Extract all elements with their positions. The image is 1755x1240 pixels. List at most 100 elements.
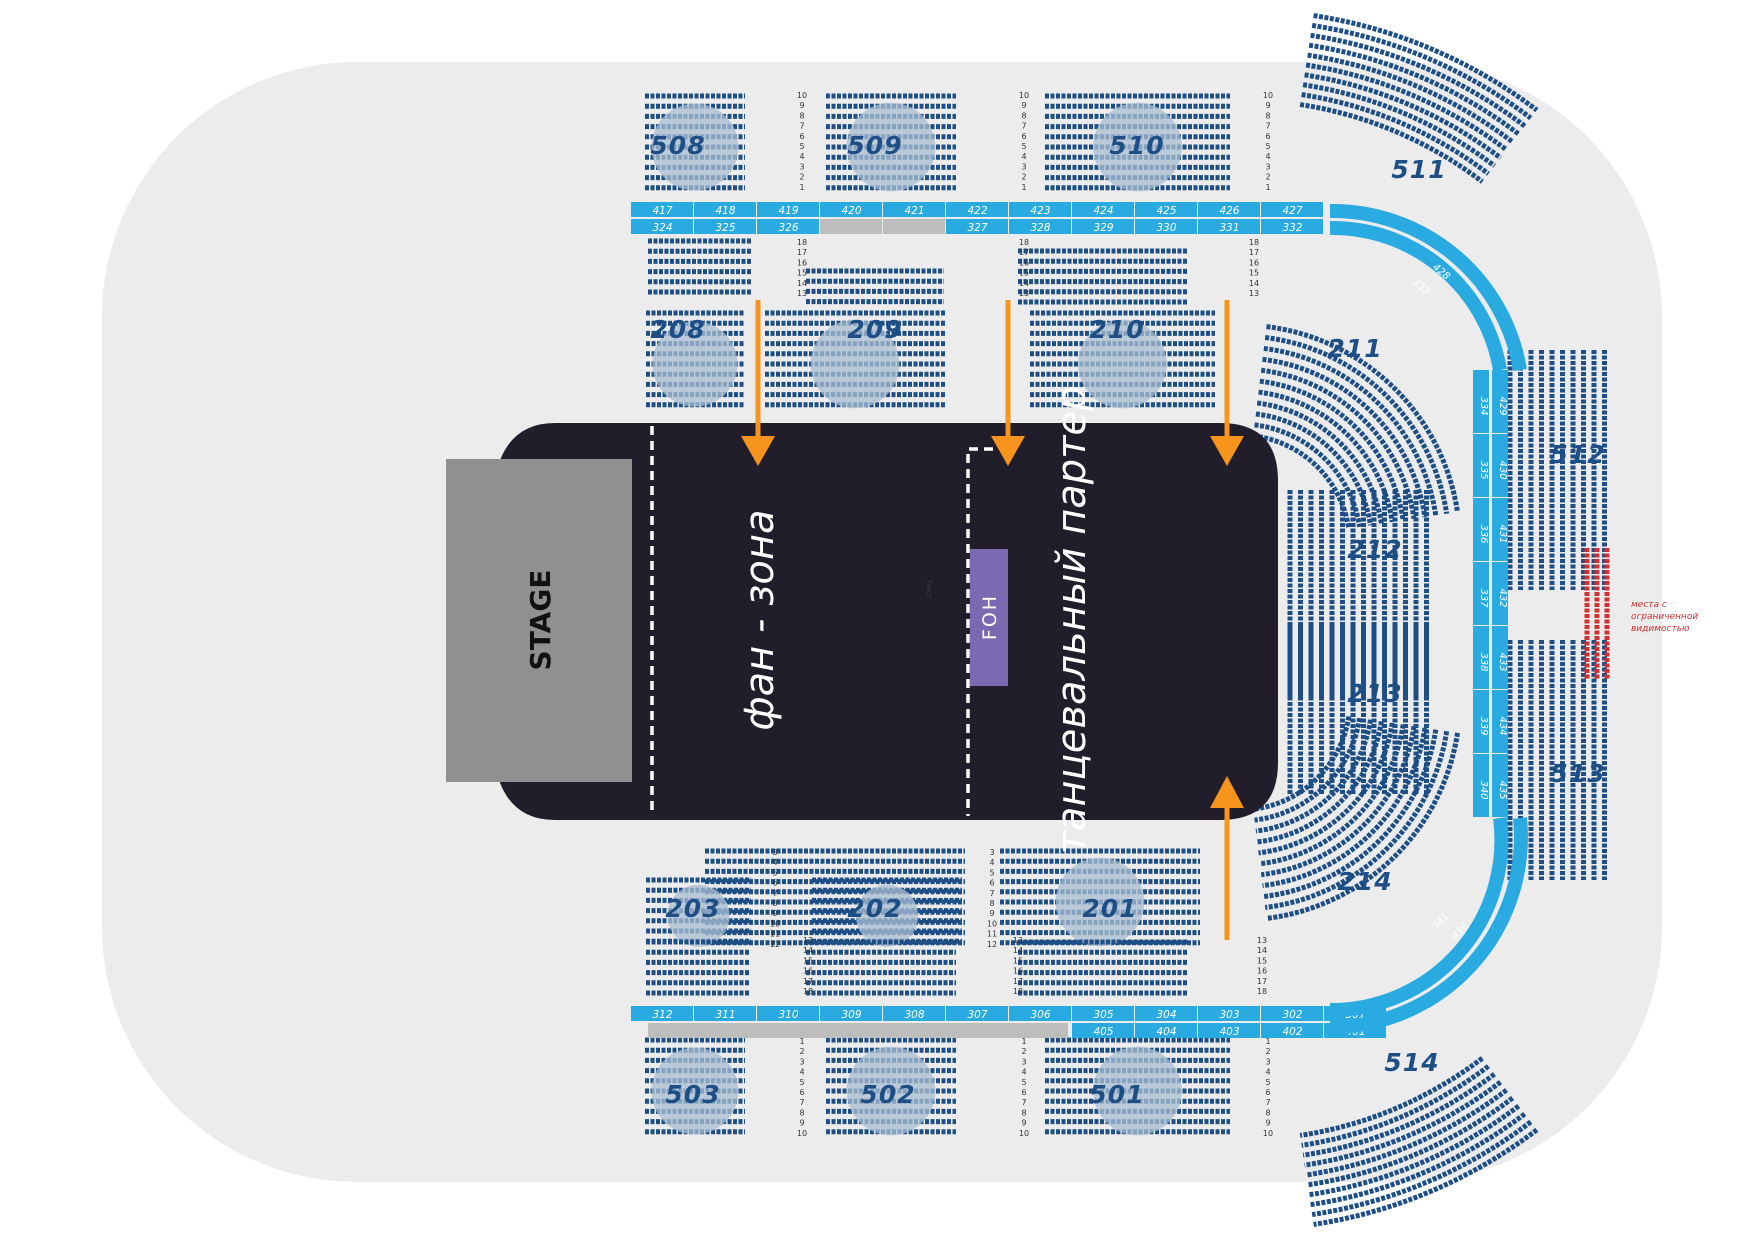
bar-segment-upper[interactable] [1072,1006,1134,1021]
seat-row[interactable] [1313,1127,1539,1227]
bar-segment-upper[interactable] [1072,202,1134,217]
seat-row[interactable] [1305,62,1509,152]
seat-row[interactable] [1313,13,1539,113]
bar-segment-lower[interactable] [1072,1023,1134,1038]
seat-row[interactable] [1304,72,1503,160]
bar-segment-upper[interactable] [946,202,1008,217]
bar-segment-upper[interactable] [1198,1006,1260,1021]
seat-row[interactable] [1264,730,1450,910]
seats-501[interactable] [1045,1037,1230,1136]
section-label-501[interactable]: 501 [1089,1080,1144,1109]
seat-row[interactable] [1266,732,1461,921]
side-bar-segment-outer[interactable] [1492,754,1508,817]
bar-segment-upper[interactable] [757,202,819,217]
bar-segment-upper[interactable] [1009,1006,1071,1021]
section-label-212[interactable]: 212 [1347,535,1402,564]
bar-segment-upper[interactable] [631,1006,693,1021]
seats-503[interactable] [645,1037,745,1135]
seat-row[interactable] [1263,729,1439,900]
seat-row[interactable] [1252,716,1352,812]
restricted-view-seats[interactable] [1584,548,1610,680]
bar-segment-upper[interactable] [820,202,882,217]
seat-row[interactable] [1302,1072,1496,1158]
seat-row[interactable] [1256,400,1384,525]
section-label-202[interactable]: 202 [847,894,902,923]
bar-segment-upper[interactable] [946,1006,1008,1021]
side-bar-segment-inner[interactable] [1473,754,1489,817]
seat-row[interactable] [1252,433,1352,529]
seat-row[interactable] [1262,727,1428,889]
seats-210[interactable] [1030,310,1215,409]
bar-segment-closed[interactable] [820,219,882,234]
seat-row[interactable] [1305,1088,1509,1178]
section-label-503[interactable]: 503 [665,1080,720,1109]
bar-segment-upper[interactable] [1261,202,1323,217]
bar-segment-upper[interactable] [694,1006,756,1021]
bar-segment-lower[interactable] [1072,219,1134,234]
section-label-214[interactable]: 214 [1337,867,1392,896]
bar-segment-upper[interactable] [631,202,693,217]
bar-segment-upper[interactable] [1261,1006,1323,1021]
bar-segment-upper[interactable] [883,202,945,217]
bar-segment-lower[interactable] [1198,1023,1260,1038]
seat-row[interactable] [1254,717,1363,823]
section-label-213[interactable]: 213 [1347,679,1402,708]
seats-502[interactable] [826,1037,956,1136]
bar-segment-lower[interactable] [1261,219,1323,234]
seats-top-200-c[interactable] [1018,248,1188,305]
bar-segment-upper[interactable] [820,1006,882,1021]
seat-row[interactable] [1302,82,1496,168]
bar-segment-lower[interactable] [1009,219,1071,234]
section-label-203[interactable]: 203 [665,894,720,923]
seats-bottom-200-far-a[interactable] [646,939,750,996]
stage[interactable] [446,459,632,782]
bar-segment-lower[interactable] [694,219,756,234]
side-bar-segment-inner[interactable] [1473,434,1489,497]
seat-row[interactable] [1311,22,1533,121]
seats-508[interactable] [645,93,745,191]
seat-row[interactable] [1310,1111,1527,1208]
section-label-201[interactable]: 201 [1082,894,1137,923]
section-label-208[interactable]: 208 [650,315,705,344]
seat-row[interactable] [1264,335,1450,515]
seats-208[interactable] [646,310,744,408]
bar-segment-upper[interactable] [1198,202,1260,217]
seats-202[interactable] [812,877,962,947]
seat-row[interactable] [1310,32,1527,129]
side-bar-segment-inner[interactable] [1473,690,1489,753]
side-bar-segment-inner[interactable] [1473,498,1489,561]
seat-row[interactable] [1311,1119,1533,1218]
side-bar-segment-outer[interactable] [1492,498,1508,561]
bar-segment-upper[interactable] [1135,1006,1197,1021]
seat-row[interactable] [1307,52,1515,144]
section-label-210[interactable]: 210 [1089,315,1144,344]
side-bar-segment-inner[interactable] [1473,626,1489,689]
seats-512[interactable] [1507,350,1607,590]
seats-bottom-200-far-b[interactable] [806,939,956,996]
seats-top-200-a[interactable] [648,238,752,295]
seat-row[interactable] [1304,1080,1503,1168]
side-bar-segment-outer[interactable] [1492,370,1508,433]
seat-row[interactable] [1266,324,1461,513]
bar-segment-lower[interactable] [946,219,1008,234]
section-label-209[interactable]: 209 [847,315,902,344]
bar-segment-lower[interactable] [1135,219,1197,234]
bar-segment-upper[interactable] [1009,202,1071,217]
seats-213[interactable] [1287,625,1429,795]
seats-top-200-b[interactable] [806,268,944,305]
seats-201[interactable] [1000,848,1200,947]
side-bar-segment-outer[interactable] [1492,434,1508,497]
bar-segment-lower[interactable] [1261,1023,1323,1038]
bar-segment-lower[interactable] [631,219,693,234]
seat-row[interactable] [1260,725,1417,878]
seats-209[interactable] [765,310,945,409]
bar-segment-closed[interactable] [883,219,945,234]
seat-row[interactable] [1262,356,1428,518]
section-label-511[interactable]: 511 [1391,155,1446,184]
fan-zone-label[interactable]: фан - зона [737,509,783,730]
seats-510[interactable] [1045,93,1230,192]
bar-segment-upper[interactable] [1135,202,1197,217]
side-bar-segment-inner[interactable] [1473,370,1489,433]
side-bar-segment-outer[interactable] [1492,690,1508,753]
seat-row[interactable] [1263,345,1439,516]
